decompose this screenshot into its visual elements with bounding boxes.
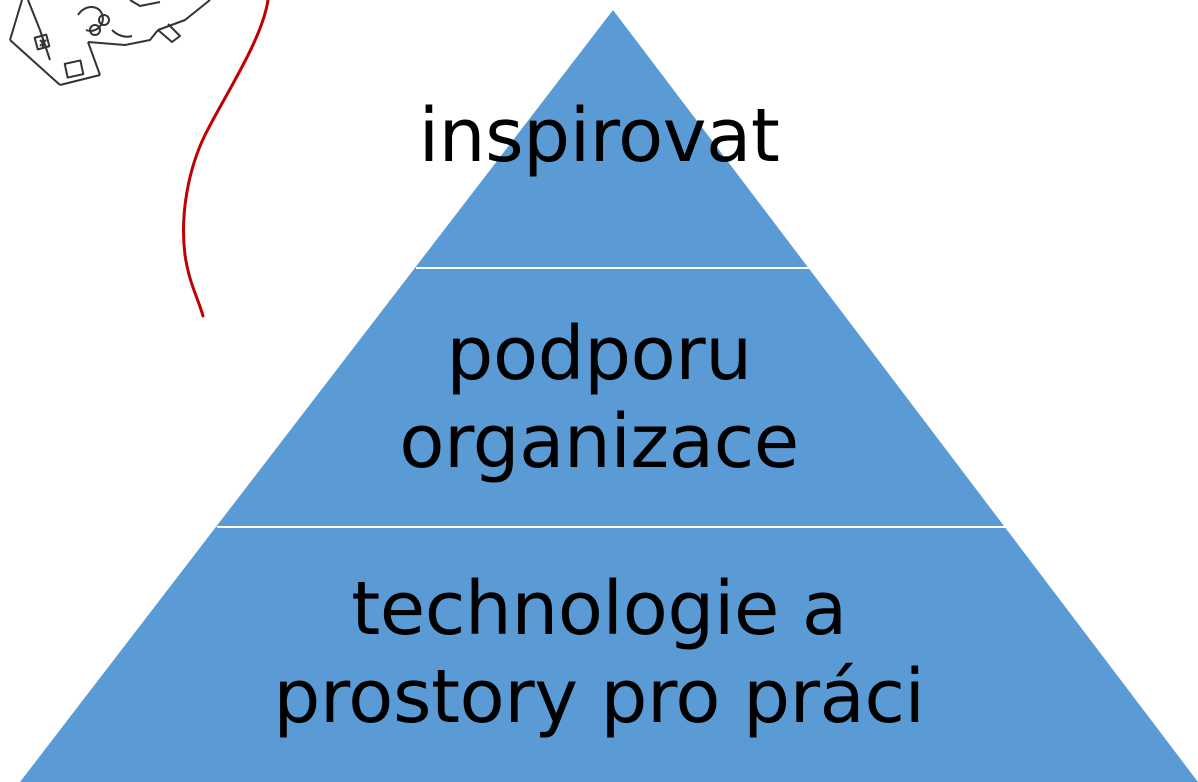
- tier-bottom-label: technologie a prostory pro práci: [0, 565, 1198, 741]
- tier-bottom-line-1: technologie a: [351, 566, 847, 652]
- tier-top-label: inspirovat: [0, 92, 1198, 180]
- floor-plan-sketch-icon: [9, 0, 211, 86]
- tier-middle-label: podporu organizace: [0, 310, 1198, 486]
- red-curve-line: [182, 0, 270, 318]
- tier-top-line-1: inspirovat: [418, 93, 780, 179]
- tier-middle-line-2: organizace: [399, 399, 799, 485]
- tier-bottom-line-2: prostory pro práci: [273, 654, 925, 740]
- tier-middle-line-1: podporu: [446, 311, 752, 397]
- pyramid-shape: [20, 10, 1198, 782]
